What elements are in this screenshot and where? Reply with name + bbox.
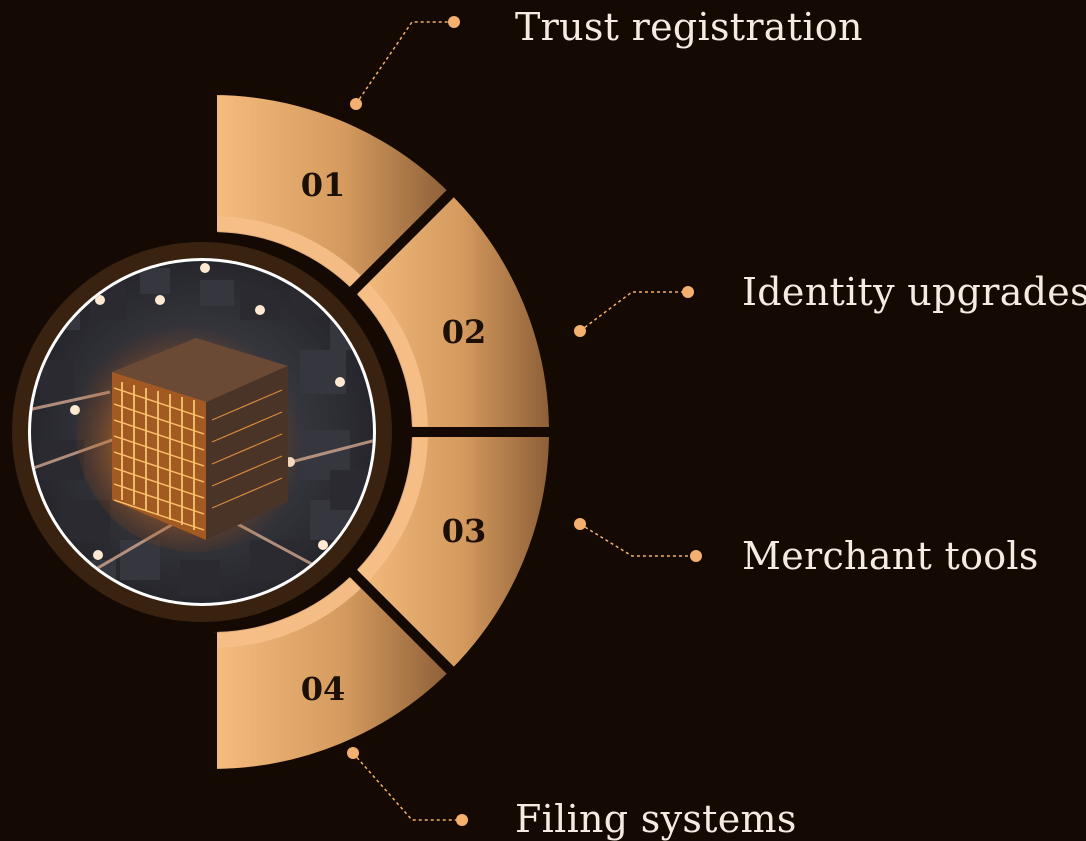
light-dot [335, 377, 345, 387]
step-number-03: 03 [442, 512, 487, 550]
light-dot [318, 540, 328, 550]
connector-line-3 [579, 523, 696, 557]
city-block [140, 268, 170, 294]
connectors [347, 16, 702, 826]
step-number-01: 01 [301, 166, 346, 204]
cube-circuit-lines [113, 382, 283, 531]
city-block [250, 540, 296, 580]
circuit-line [113, 467, 205, 499]
step-label-merchant-tools: Merchant tools [742, 534, 1039, 578]
city-block [60, 500, 110, 540]
light-dot [70, 405, 80, 415]
light-dot [155, 295, 165, 305]
light-dot [200, 263, 210, 273]
light-dot [93, 550, 103, 560]
circuit-line [211, 477, 283, 509]
city-block [120, 540, 160, 580]
connector-dot-2-end [682, 286, 694, 298]
step-number-02: 02 [442, 313, 487, 351]
step-label-filing-systems: Filing systems [515, 797, 797, 841]
connector-dot-3-start [574, 518, 586, 530]
connector-line-2 [579, 291, 688, 332]
connector-dot-1-start [350, 98, 362, 110]
city-lights [70, 263, 345, 560]
city-block [180, 560, 220, 596]
center-image [31, 261, 373, 603]
light-dot [95, 295, 105, 305]
circuit-line [211, 455, 283, 487]
arc-segment-inner-band-2 [357, 283, 428, 427]
step-label-identity-upgrades: Identity upgrades [742, 270, 1086, 314]
circuit-line [113, 483, 205, 515]
circuit-line [211, 433, 283, 465]
connector-line-4 [352, 752, 462, 821]
light-dot [255, 305, 265, 315]
circuit-line [211, 411, 283, 443]
arc-segment-inner-band-1 [217, 216, 361, 287]
connector-line-1 [355, 21, 454, 105]
circuit-line [113, 435, 205, 467]
arc-segments [207, 84, 560, 780]
city-block [40, 360, 74, 400]
connector-dot-4-start [347, 747, 359, 759]
connector-dot-2-start [574, 325, 586, 337]
circuit-line [113, 419, 205, 451]
step-number-04: 04 [301, 670, 346, 708]
arc-segment-inner-band-4 [217, 577, 361, 648]
circuit-line [113, 499, 205, 531]
connector-dot-3-end [690, 550, 702, 562]
arc-segment-4 [207, 563, 461, 780]
connector-dot-4-end [456, 814, 468, 826]
circuit-line [113, 451, 205, 483]
circuit-cube [112, 338, 288, 540]
step-label-trust-registration: Trust registration [515, 5, 863, 49]
city-block [200, 280, 234, 306]
circuit-line [113, 387, 205, 419]
arc-segment-inner-band-3 [357, 437, 428, 581]
city-block [40, 440, 84, 480]
connector-dot-1-end [448, 16, 460, 28]
circuit-line [211, 389, 283, 421]
circuit-line [113, 403, 205, 435]
